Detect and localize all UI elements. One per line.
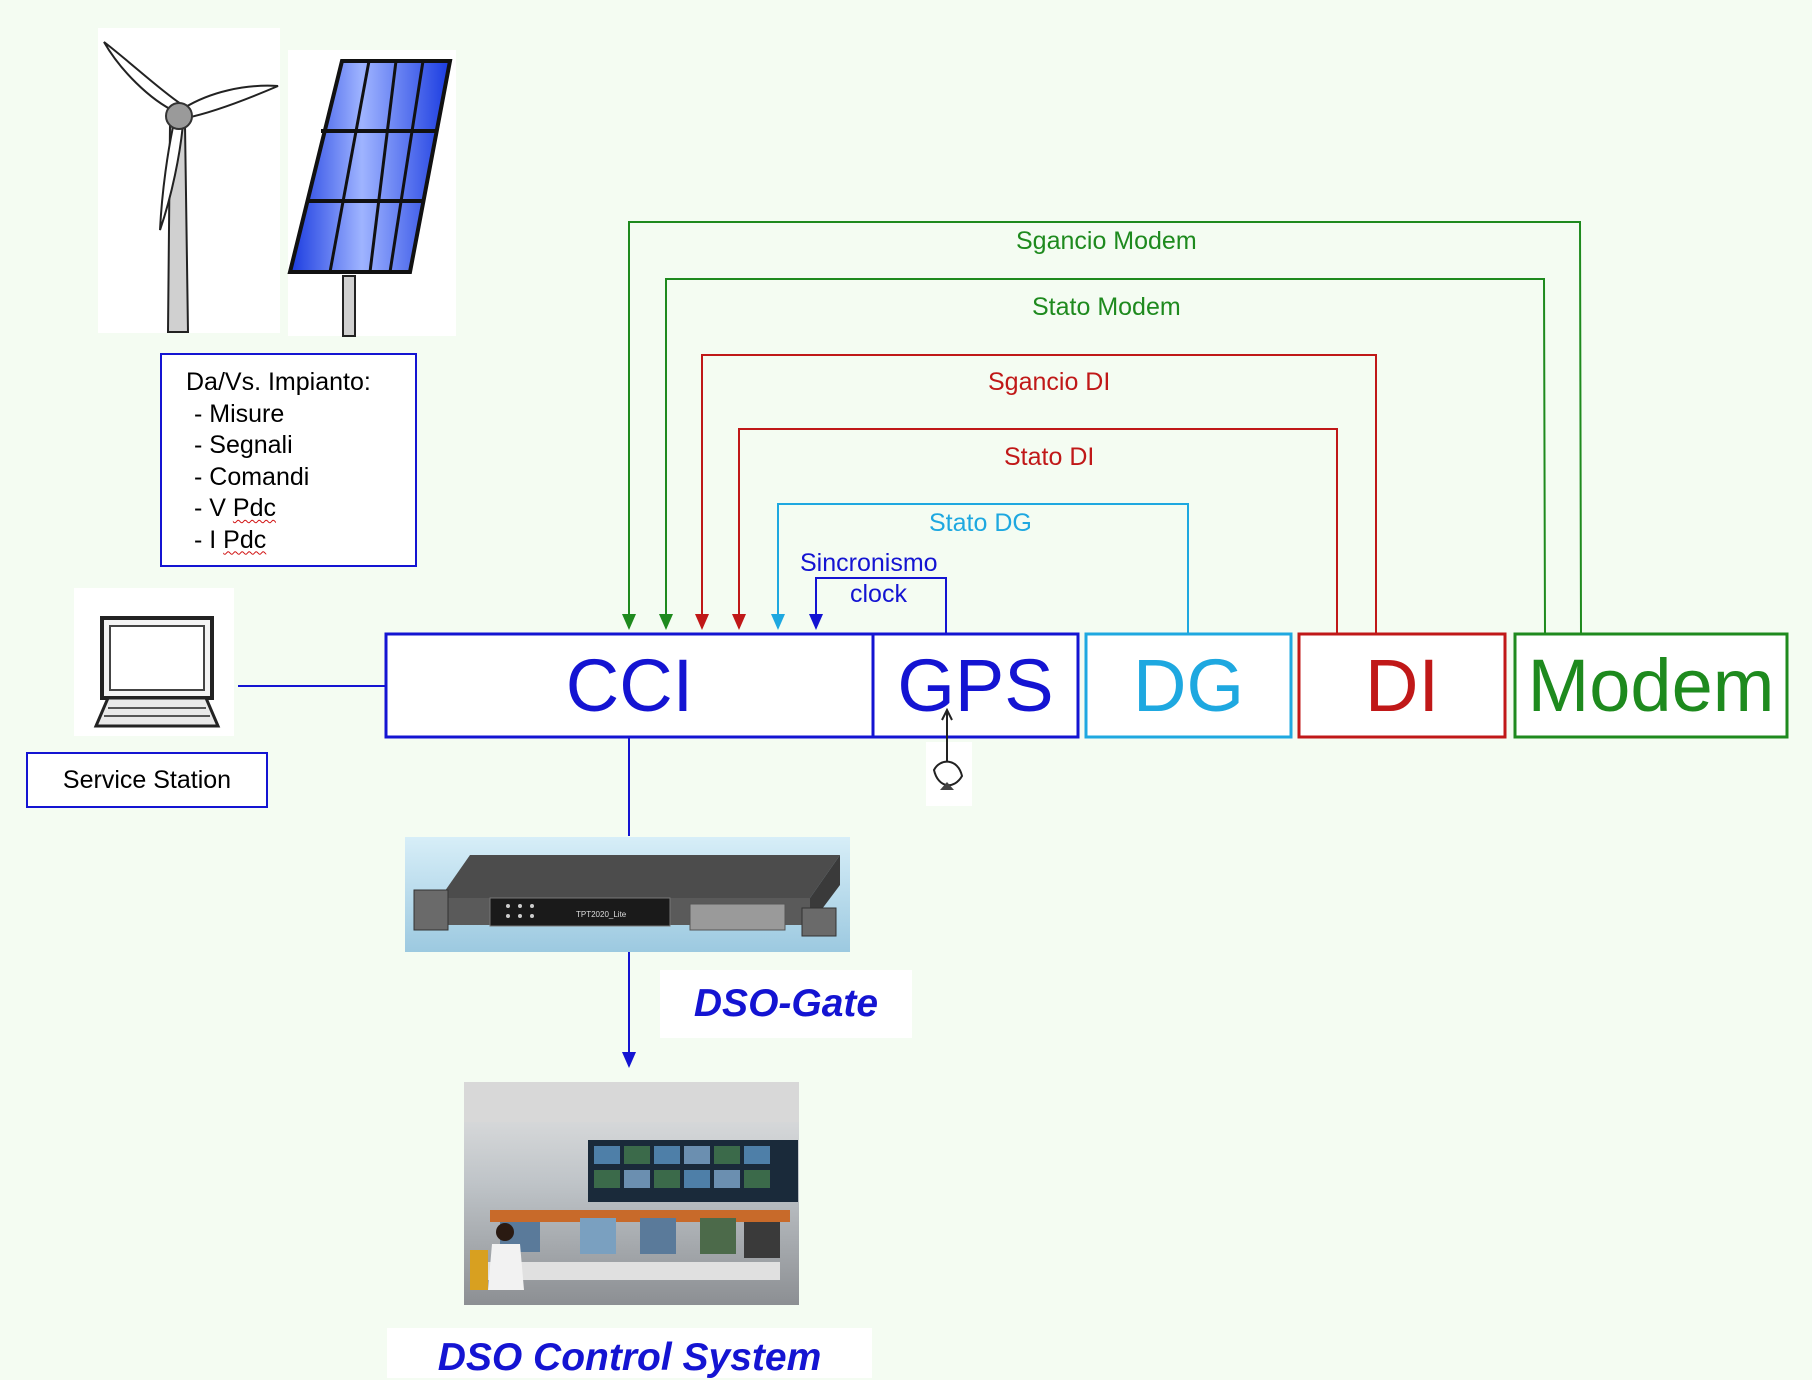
satellite-antenna-icon [926, 707, 972, 806]
sgancio-di-label: Sgancio DI [988, 368, 1111, 396]
plant-info-item-v-pdc: - V Pdc [186, 493, 415, 525]
item-i-word: Pdc [223, 525, 267, 554]
plant-info-item-comandi: - Comandi [194, 462, 310, 491]
stato-di-line [732, 428, 1338, 634]
dso-gate-caption: DSO-Gate [660, 970, 912, 1038]
plant-info-item-misure: - Misure [194, 399, 285, 428]
service-station-label: Service Station [26, 752, 268, 808]
dg-label: DG [1133, 643, 1244, 727]
sgancio-di-line [695, 354, 1377, 634]
plant-info-title: Da/Vs. Impianto: [186, 368, 371, 396]
plant-info-item-i-pdc: - I Pdc [186, 525, 415, 557]
stato-di-label: Stato DI [1004, 443, 1095, 471]
computer-icon [74, 588, 234, 736]
dg-box [1084, 632, 1293, 739]
modem-label: Modem [1527, 643, 1775, 727]
modem-box [1513, 632, 1789, 739]
item-i-prefix: - I [194, 525, 224, 554]
sincronismo-label: Sincronismo [800, 549, 938, 577]
stato-modem-line [659, 278, 1546, 635]
gps-box [871, 632, 1080, 739]
sgancio-modem-line [622, 221, 1582, 635]
plant-info-box: Da/Vs. Impianto: - Misure - Segnali - Co… [160, 353, 417, 567]
di-label: DI [1365, 643, 1439, 727]
wind-turbine-icon [98, 28, 280, 333]
device-model-text: TPT2020_Lite [576, 910, 627, 919]
di-box [1297, 632, 1507, 739]
sgancio-modem-label: Sgancio Modem [1016, 227, 1197, 255]
stato-dg-label: Stato DG [929, 509, 1032, 537]
clock-label: clock [850, 580, 907, 608]
plant-info-item-segnali: - Segnali [194, 431, 293, 459]
stato-modem-label: Stato Modem [1032, 293, 1181, 321]
dso-control-system-caption: DSO Control System [387, 1328, 872, 1379]
sincronismo-clock-line [809, 577, 947, 634]
stato-dg-line [771, 503, 1189, 634]
item-v-word: Pdc [232, 494, 276, 522]
control-room-photo [464, 1082, 799, 1305]
cci-label: CCI [565, 643, 694, 727]
item-v-prefix: - V [194, 494, 233, 522]
cci-box [384, 632, 875, 739]
solar-panel-icon [287, 50, 456, 337]
gps-label: GPS [897, 643, 1054, 727]
dso-gate-device: TPT2020_Lite [405, 837, 850, 952]
